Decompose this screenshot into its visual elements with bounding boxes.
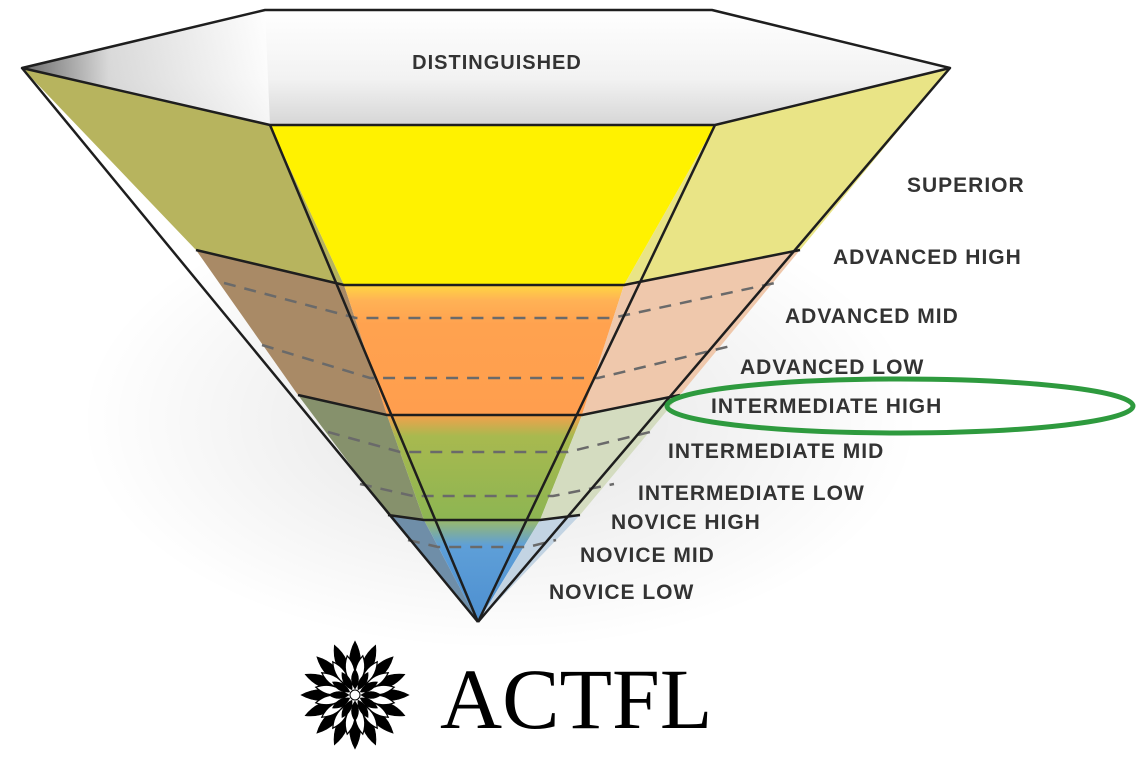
level-label-intermediate-mid: INTERMEDIATE MID [668, 440, 884, 463]
level-label-advanced-low: ADVANCED LOW [740, 356, 924, 379]
lotus-petal [341, 672, 353, 691]
level-label-advanced-high: ADVANCED HIGH [833, 246, 1022, 269]
level-label-intermediate-low: INTERMEDIATE LOW [638, 482, 865, 505]
superior-right-face [624, 68, 950, 285]
lotus-petal [328, 691, 350, 699]
edge-left-inner [268, 124, 480, 623]
superior-left-face [22, 68, 344, 285]
lotus-petal [332, 697, 351, 709]
level-label-advanced-mid: ADVANCED MID [785, 305, 959, 328]
lotus-petal [341, 699, 353, 718]
level-labels: SUPERIOR ADVANCED HIGH ADVANCED MID ADVA… [549, 174, 1025, 604]
level-label-novice-low: NOVICE LOW [549, 581, 694, 604]
lotus-petal [351, 668, 359, 690]
lotus-petal [351, 700, 359, 722]
lotus-petal [357, 699, 369, 718]
sublevel-line-intermediate-mid-low [359, 482, 615, 498]
level-label-superior: SUPERIOR [907, 174, 1025, 197]
edge-left-outer [21, 67, 479, 623]
lotus-petal [360, 691, 382, 699]
actfl-logo: ACTFL [300, 640, 712, 750]
edge-right-outer [477, 67, 951, 623]
edge-right-inner [476, 124, 717, 623]
distinguished-top-shade [22, 10, 270, 125]
sublevel-line-novice-high-mid [407, 538, 557, 549]
boundary-superior-advanced [195, 248, 801, 287]
sublevel-line-intermediate-high-mid [327, 430, 651, 454]
lotus-emblem-icon [300, 640, 410, 750]
lotus-petal [357, 672, 369, 691]
novice-front-face [424, 520, 540, 622]
lotus-petal [359, 697, 378, 709]
logo-text: ACTFL [440, 651, 712, 747]
novice-right-face [478, 515, 580, 622]
lotus-petal [332, 681, 351, 693]
intermediate-front-face [387, 415, 582, 520]
level-label-novice-mid: NOVICE MID [580, 544, 715, 567]
advanced-front-face [344, 285, 624, 415]
level-label-intermediate-high: INTERMEDIATE HIGH [711, 395, 942, 418]
highlight-ellipse-intermediate-high [664, 376, 1136, 436]
level-label-novice-high: NOVICE HIGH [611, 511, 761, 534]
boundary-advanced-intermediate [297, 393, 681, 417]
superior-front-face [270, 125, 715, 285]
lotus-petal [359, 681, 378, 693]
lotus-center [349, 689, 361, 701]
intermediate-left-face [298, 395, 424, 520]
sublevel-line-advanced-high-mid [223, 281, 776, 320]
pyramid [20, 8, 952, 623]
distinguished-label: DISTINGUISHED [412, 52, 582, 74]
boundary-intermediate-novice [387, 513, 581, 522]
